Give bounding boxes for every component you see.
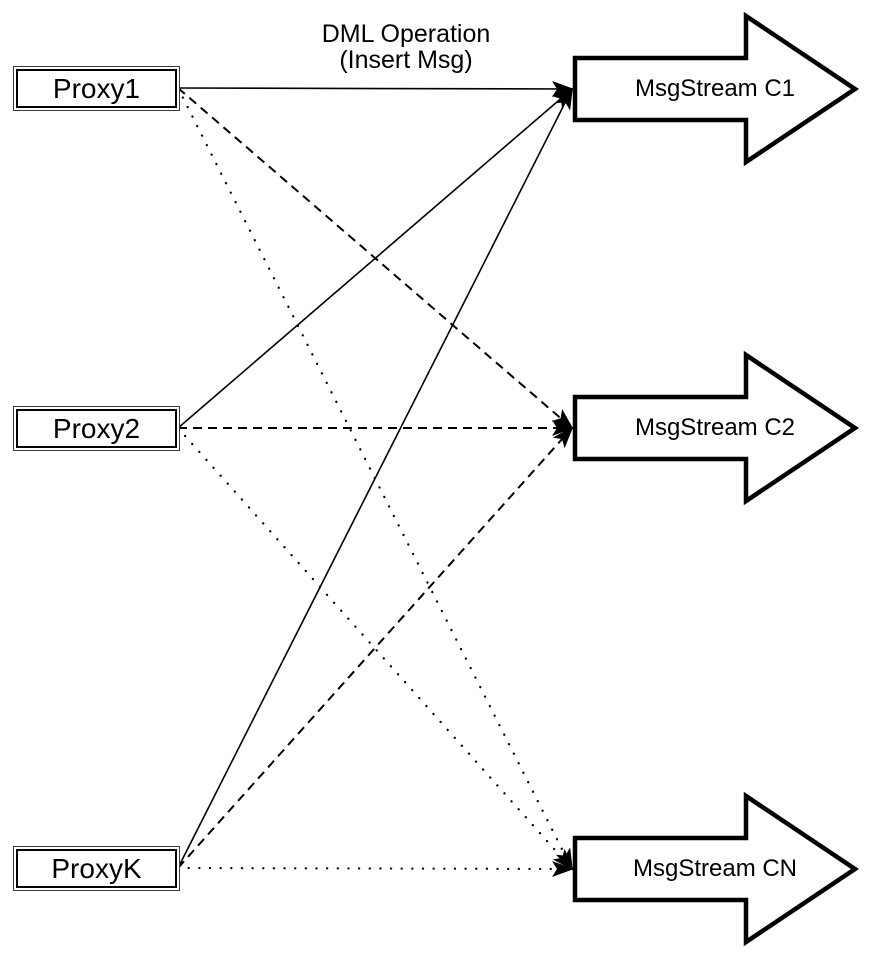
msgstream-c2-shape [572,350,860,506]
msgstream-c1-shape [572,11,860,167]
streams-layer [572,11,860,947]
node-proxy1: Proxy1 [16,69,177,108]
annotation-line2: (Insert Msg) [339,46,473,74]
edge-proxyk-stream-c1 [177,87,573,869]
proxy2-label: Proxy2 [52,412,141,444]
msgstream-cn-shape [572,791,860,947]
edge-proxy2-stream-c1 [177,87,574,429]
edge-proxyk-stream-cn [176,860,574,877]
edge-proxy1-stream-c1 [177,80,574,97]
edges-layer [176,80,574,877]
proxy1-label: Proxy1 [52,72,141,104]
annotation-line1: DML Operation [321,20,491,48]
node-proxyk: ProxyK [16,849,177,888]
edge-annotation: DML Operation (Insert Msg) [300,21,512,73]
edge-proxyk-stream-c2 [177,426,574,869]
node-proxy2: Proxy2 [16,409,177,448]
proxyk-label: ProxyK [51,852,142,884]
